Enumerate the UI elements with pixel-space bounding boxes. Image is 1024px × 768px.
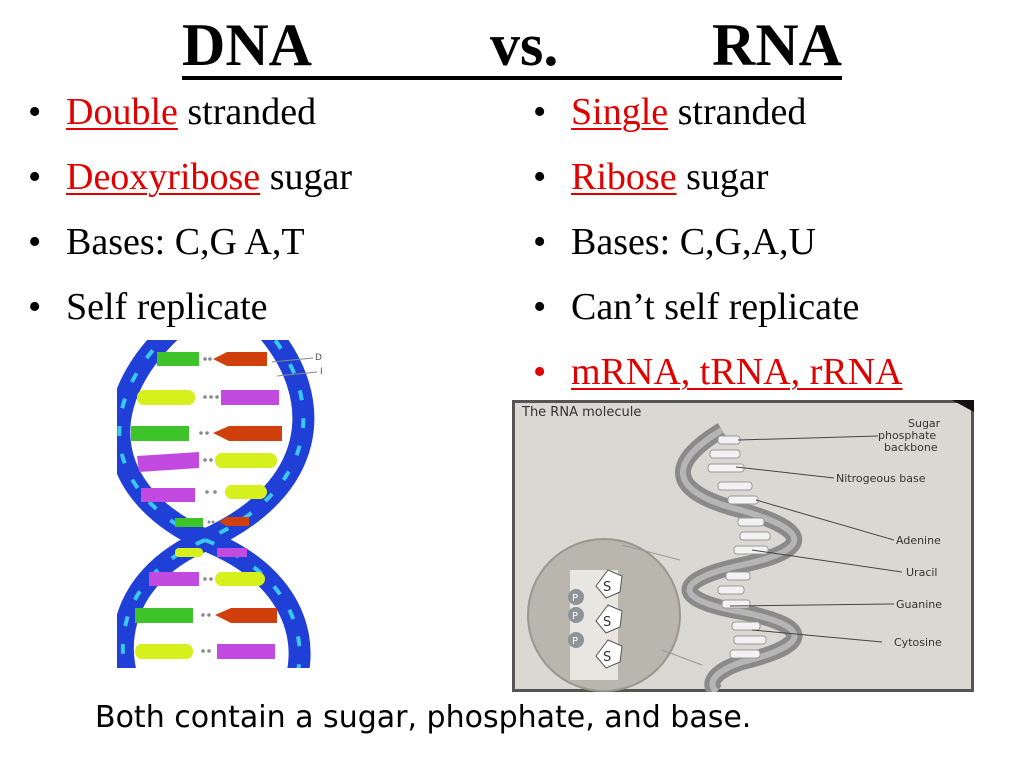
rna-molecule-image: The RNA molecule S S S P P P — [512, 400, 974, 692]
label-guanine: Guanine — [896, 598, 942, 611]
label-cytosine: Cytosine — [894, 636, 942, 649]
rna-sugar-highlight: Ribose — [571, 156, 677, 198]
dna-bullet-sugar: Deoxyribose sugar — [28, 157, 352, 222]
dna-helix-image: D I — [117, 340, 323, 668]
dna-strand-rest: stranded — [177, 91, 317, 133]
rna-types-highlight: mRNA, tRNA, rRNA — [571, 351, 903, 393]
sugar-label-1: S — [603, 580, 611, 595]
sugar-label-3: S — [603, 650, 611, 665]
label-sugar: Sugar — [908, 417, 941, 430]
rna-bullet-strands: Single stranded — [533, 92, 902, 157]
title-vs: vs. — [490, 12, 559, 78]
rna-bullet-bases: Bases: C,G,A,U — [533, 222, 902, 287]
title-dna: DNA — [182, 12, 312, 78]
rna-strand-highlight: Single — [571, 91, 669, 133]
phosphate-label-1: P — [572, 593, 578, 604]
rna-figure-caption: The RNA molecule — [521, 405, 641, 420]
rna-bullet-sugar: Ribose sugar — [533, 157, 902, 222]
sugar-label-2: S — [603, 615, 611, 630]
dna-sugar-rest: sugar — [260, 156, 352, 198]
dna-sugar-highlight: Deoxyribose — [66, 156, 261, 198]
label-nitrogenous-base: Nitrogeous base — [836, 472, 926, 485]
dna-bullet-replication: Self replicate — [28, 287, 352, 352]
rna-strand-rest: stranded — [668, 91, 807, 133]
phosphate-label-3: P — [572, 636, 578, 647]
rna-bullet-list: Single stranded Ribose sugar Bases: C,G,… — [533, 92, 902, 417]
dna-strand-highlight: Double — [66, 91, 178, 133]
dna-bullet-strands: Double stranded — [28, 92, 352, 157]
dna-figure-label-i: I — [320, 367, 323, 377]
dna-bullet-bases: Bases: C,G A,T — [28, 222, 352, 287]
rna-sugar-rest: sugar — [676, 156, 769, 198]
label-adenine: Adenine — [896, 534, 941, 547]
title-rna: RNA — [712, 12, 842, 78]
footer-summary: Both contain a sugar, phosphate, and bas… — [95, 700, 752, 735]
dna-bullet-list: Double stranded Deoxyribose sugar Bases:… — [28, 92, 352, 352]
label-uracil: Uracil — [906, 566, 937, 579]
dna-figure-label-d: D — [315, 353, 322, 363]
rna-bullet-types: mRNA, tRNA, rRNA — [533, 352, 902, 417]
label-backbone: backbone — [884, 441, 938, 454]
slide-title: DNA vs. RNA — [182, 10, 842, 80]
phosphate-label-2: P — [572, 611, 578, 622]
label-phosphate: phosphate — [878, 429, 936, 442]
rna-bullet-replication: Can’t self replicate — [533, 287, 902, 352]
